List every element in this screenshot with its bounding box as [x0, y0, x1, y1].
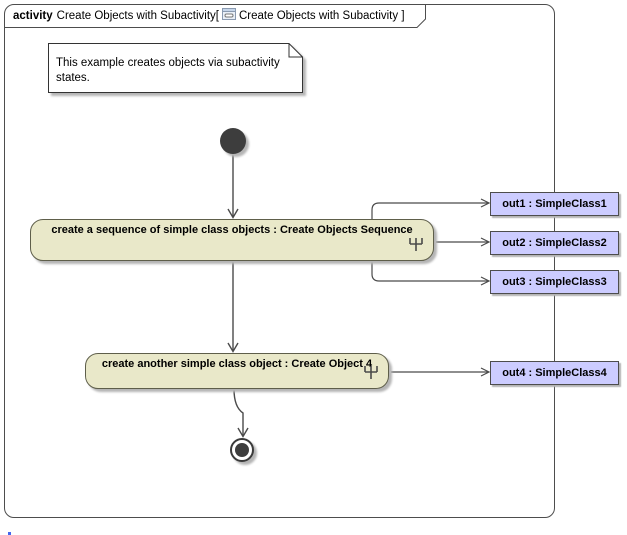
- control-flow-action2-to-final[interactable]: [233, 388, 249, 438]
- frame-activity-name: Create Objects with Subactivity[: [56, 10, 219, 22]
- action-label: create a sequence of simple class object…: [51, 224, 413, 236]
- final-node-dot: [235, 443, 249, 457]
- action-create-object-4[interactable]: create another simple class object : Cre…: [85, 353, 389, 389]
- comment-note[interactable]: This example creates objects via subacti…: [48, 43, 304, 94]
- object-flow-action2-to-out4[interactable]: [391, 367, 491, 377]
- control-flow-action1-to-action2[interactable]: [227, 262, 239, 353]
- frame-title-pentagon: [4, 4, 426, 28]
- action-label: create another simple class object : Cre…: [101, 358, 373, 370]
- activity-frame: [4, 4, 555, 518]
- note-text: This example creates objects via subacti…: [56, 57, 280, 84]
- output-pin-out4[interactable]: out4 : SimpleClass4: [490, 361, 619, 385]
- initial-node[interactable]: [220, 128, 246, 154]
- activity-diagram-icon: [221, 7, 236, 26]
- rake-icon: [362, 364, 380, 385]
- output-pin-out2[interactable]: out2 : SimpleClass2: [490, 231, 619, 255]
- activity-final-node[interactable]: [230, 438, 254, 462]
- control-flow-initial-to-action1[interactable]: [227, 154, 239, 219]
- frame-diagram-ref: Create Objects with Subactivity ]: [238, 10, 405, 22]
- output-pin-out3[interactable]: out3 : SimpleClass3: [490, 270, 619, 294]
- frame-keyword: activity: [13, 10, 53, 22]
- output-pin-out1[interactable]: out1 : SimpleClass1: [490, 192, 619, 216]
- action-create-objects-sequence[interactable]: create a sequence of simple class object…: [30, 219, 434, 261]
- note-fold-corner-icon: [288, 43, 303, 58]
- rake-icon: [407, 236, 425, 257]
- object-flow-action1-to-out1[interactable]: [371, 198, 491, 219]
- clipped-pixel-artifact: [8, 532, 11, 535]
- object-flow-action1-to-out2[interactable]: [436, 237, 491, 247]
- object-flow-action1-to-out3[interactable]: [371, 262, 491, 286]
- note-outline: [48, 43, 303, 93]
